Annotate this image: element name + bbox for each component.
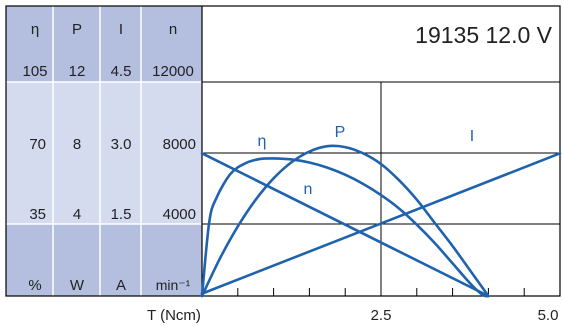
column-low-speed: 4000 [163,206,196,223]
x-axis-label: T (Ncm) [147,307,201,324]
column-max-current: 4.5 [111,63,132,80]
power-curve [200,144,490,298]
scale-labels: η P I n 105 12 4.5 12000 70 8 3.0 8000 3… [22,21,196,294]
series-labels: η P I n [258,124,475,198]
efficiency-curve [200,157,490,298]
column-mid-speed: 8000 [163,136,196,153]
column-max-efficiency: 105 [22,63,47,80]
plot-grid [202,81,560,296]
speed-curve-label: n [304,181,313,198]
x-tick-label-2-5: 2.5 [371,307,392,324]
column-symbol-efficiency: η [31,21,39,38]
column-unit-speed: min⁻¹ [156,277,191,293]
speed-curve [200,152,490,298]
column-mid-current: 3.0 [111,136,132,153]
series-curves [200,144,562,298]
scale-panel [6,6,202,296]
column-unit-current: A [116,277,126,294]
column-symbol-current: I [119,21,123,38]
column-max-power: 12 [69,63,86,80]
column-mid-power: 8 [73,136,81,153]
chart-title: 19135 12.0 V [415,22,553,48]
column-unit-efficiency: % [28,277,41,294]
scale-panel-row-bottom [6,224,202,296]
column-low-power: 4 [73,206,81,223]
column-unit-power: W [70,277,85,294]
current-curve [200,152,562,295]
column-low-efficiency: 35 [29,206,46,223]
column-mid-efficiency: 70 [29,136,46,153]
column-symbol-speed: n [169,21,177,38]
power-curve-label: P [335,124,346,141]
current-curve-label: I [470,128,474,145]
efficiency-curve-label: η [258,133,267,150]
column-low-current: 1.5 [111,206,132,223]
scale-panel-row-top [6,6,202,82]
chart-frame [5,5,561,297]
column-max-speed: 12000 [152,63,194,80]
x-tick-label-5-0: 5.0 [538,307,559,324]
column-symbol-power: P [72,21,82,38]
